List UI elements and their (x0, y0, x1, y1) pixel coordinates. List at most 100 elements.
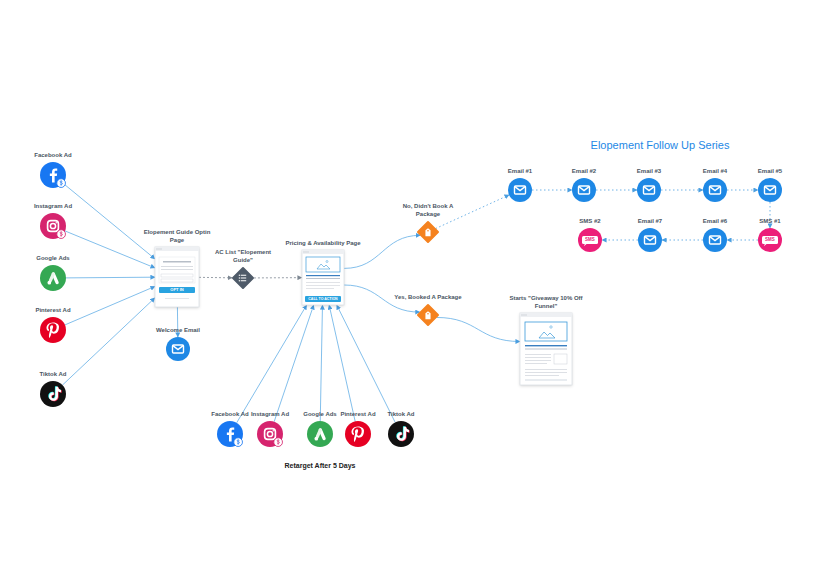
node-outline (302, 250, 344, 305)
email-icon: Email #2 (572, 178, 596, 202)
email-icon: Welcome Email (166, 337, 190, 361)
icon-circle (257, 421, 283, 447)
node-outline (40, 317, 66, 343)
glyph (396, 426, 409, 441)
email-icon: Email #1 (508, 178, 532, 202)
diamond-shape (233, 268, 253, 288)
node-label: Pricing & Availability Page (273, 240, 373, 248)
ad-icon: Google Ads (40, 265, 66, 291)
glyph (173, 345, 184, 353)
icon-circle (758, 228, 782, 252)
icon-circle (40, 381, 66, 407)
connector (770, 202, 771, 228)
page-mockup: Elopement Guide Optin PageOPT IN (155, 247, 199, 307)
node-outline (703, 228, 727, 252)
glyph (48, 386, 61, 401)
icon-circle (637, 178, 661, 202)
glyph (239, 275, 247, 282)
glyph (155, 247, 199, 299)
node-outline (345, 421, 371, 447)
node-label: No, Didn't Book A Package (398, 203, 458, 218)
node-label: Google Ads (23, 255, 83, 263)
page-frame (520, 313, 572, 385)
connector (532, 190, 572, 191)
glyph (425, 311, 430, 319)
glyph (644, 186, 655, 194)
icon-circle (638, 228, 662, 252)
node-label: Pinterest Ad (23, 307, 83, 315)
icon-circle (703, 228, 727, 252)
connector (237, 305, 307, 423)
node-label: Email #4 (695, 168, 735, 176)
connector (62, 298, 155, 385)
node-label: Facebook Ad (23, 152, 83, 160)
email-icon: Email #7 (638, 228, 662, 252)
node-outline (703, 178, 727, 202)
connector (274, 305, 314, 422)
node-outline (637, 178, 661, 202)
glyph (47, 322, 60, 337)
node-outline (758, 178, 782, 202)
node-label: Email #5 (750, 168, 790, 176)
node-label: Welcome Email (148, 327, 208, 335)
connector (329, 305, 355, 421)
decision-tag: No, Didn't Book A Package (417, 221, 439, 243)
node-label: Tiktok Ad (23, 371, 83, 379)
email-icon: Email #6 (703, 228, 727, 252)
inner-label: SMS (762, 236, 778, 244)
ad-icon: Pinterest Ad (345, 421, 371, 447)
connector (320, 305, 322, 421)
node-label: Email #3 (629, 168, 669, 176)
glyph (425, 228, 430, 236)
connector (65, 231, 155, 268)
sms-icon: SMS #2SMS (578, 228, 602, 252)
node-label: Elopement Guide Optin Page (141, 229, 213, 244)
ad-icon: Instagram Ad (257, 421, 283, 447)
glyph (302, 250, 344, 302)
glyph (48, 221, 66, 239)
inner-label: CALL TO ACTION (305, 296, 341, 302)
inner-label: SMS (582, 236, 598, 244)
icon-circle (508, 178, 532, 202)
icon-circle (388, 421, 414, 447)
icon-circle (758, 178, 782, 202)
node-outline (155, 247, 199, 307)
icon-circle (217, 421, 243, 447)
connector (177, 307, 178, 337)
glyph (710, 186, 721, 194)
node-outline (417, 304, 439, 326)
page-mockup: Pricing & Availability PageCALL TO ACTIO… (302, 250, 344, 305)
node-outline (40, 265, 66, 291)
connector (661, 190, 703, 191)
page-frame (155, 247, 199, 307)
connector (254, 277, 302, 278)
node-label: AC List "Elopement Guide" (212, 249, 274, 264)
glyph (520, 313, 572, 381)
connector (65, 286, 155, 324)
connector (337, 305, 395, 422)
decision-tag: Yes, Booked A Package (417, 304, 439, 326)
node-outline (417, 221, 439, 243)
connector (596, 190, 637, 191)
node-outline (217, 421, 243, 447)
node-label: Yes, Booked A Package (383, 294, 473, 302)
icon-circle (40, 317, 66, 343)
icon-circle (578, 228, 602, 252)
icon-circle (40, 213, 66, 239)
connector (63, 183, 155, 259)
glyph (579, 186, 590, 194)
glyph (47, 274, 57, 285)
ad-icon: Pinterest Ad (40, 317, 66, 343)
glyph (515, 186, 526, 194)
glyph (762, 236, 778, 246)
connector (66, 277, 155, 279)
glyph (645, 236, 656, 244)
icon-circle (166, 337, 190, 361)
glyph (352, 426, 365, 441)
connector (437, 317, 520, 341)
page-mockup: Starts "Giveaway 10% Off Funnel" (520, 313, 572, 385)
ad-icon: Facebook Ad (217, 421, 243, 447)
list-icon: AC List "Elopement Guide" (232, 267, 254, 289)
